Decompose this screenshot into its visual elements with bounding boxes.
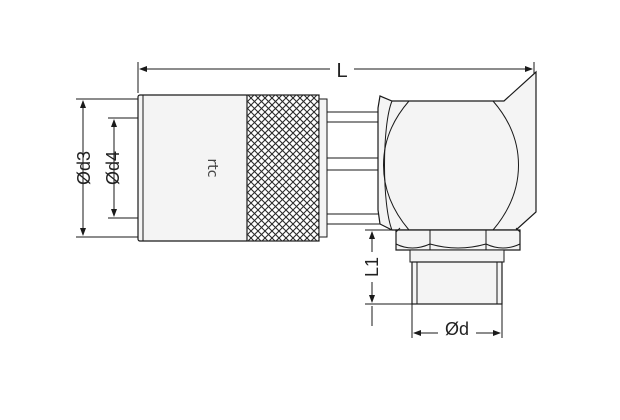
knurl-line xyxy=(247,148,319,222)
knurl-line xyxy=(289,211,319,241)
knurl-line xyxy=(275,95,319,139)
nut-outline xyxy=(395,229,521,251)
label-mask-od xyxy=(438,318,476,340)
knurl-line xyxy=(261,183,319,241)
nut-curves xyxy=(395,243,521,249)
knurl-line xyxy=(268,190,319,241)
knurl-line xyxy=(247,162,319,236)
dimension-l: L xyxy=(137,58,535,93)
knurl-pattern xyxy=(247,95,319,241)
knurl-line xyxy=(289,95,319,125)
knurl-line xyxy=(247,95,319,167)
hex-facet-left xyxy=(383,100,410,231)
knurl-line xyxy=(261,95,319,153)
elbow-body xyxy=(377,70,537,231)
hex-facet-right xyxy=(492,100,519,231)
stem-collar xyxy=(409,249,505,263)
dimension-l1: L1 xyxy=(362,229,412,326)
dimension-od: Ød xyxy=(411,304,503,340)
label-mask-l xyxy=(330,58,354,80)
sleeve xyxy=(137,94,249,242)
nut-chamfer-top xyxy=(395,227,521,233)
knurl-line xyxy=(247,141,319,215)
knurl-line xyxy=(282,95,319,132)
pin-middle xyxy=(326,157,386,171)
coupling-body: rtc xyxy=(137,94,249,242)
knurled-ring xyxy=(246,94,328,242)
dimension-od3: Ød3 xyxy=(74,98,138,238)
logo: rtc xyxy=(204,159,220,178)
label-l1: L1 xyxy=(362,257,382,277)
knurl-line xyxy=(254,176,319,241)
connector-pins xyxy=(326,111,386,225)
label-l: L xyxy=(336,60,347,82)
knurl-collar xyxy=(318,98,328,238)
threaded-stem xyxy=(409,249,505,305)
logo-text: rtc xyxy=(204,159,220,178)
knurl-line xyxy=(282,204,319,241)
knurl-line xyxy=(247,169,319,241)
thread-body xyxy=(411,261,503,305)
knurl-line xyxy=(247,134,319,208)
elbow-arc-left xyxy=(384,100,393,231)
label-od3: Ød3 xyxy=(74,151,94,185)
label-od: Ød xyxy=(445,319,469,339)
knurl-line xyxy=(247,127,319,201)
pin-bottom xyxy=(326,213,386,225)
knurl-line xyxy=(275,197,319,241)
knurl-line xyxy=(247,120,319,194)
hex-nut xyxy=(395,227,521,251)
dimension-od4: Ød4 xyxy=(103,117,138,219)
pin-top xyxy=(326,111,386,123)
knurl-line xyxy=(254,95,319,160)
elbow-outline xyxy=(377,70,537,231)
knurl-line xyxy=(268,95,319,146)
knurl-line xyxy=(247,155,319,229)
label-od4: Ød4 xyxy=(103,151,123,185)
